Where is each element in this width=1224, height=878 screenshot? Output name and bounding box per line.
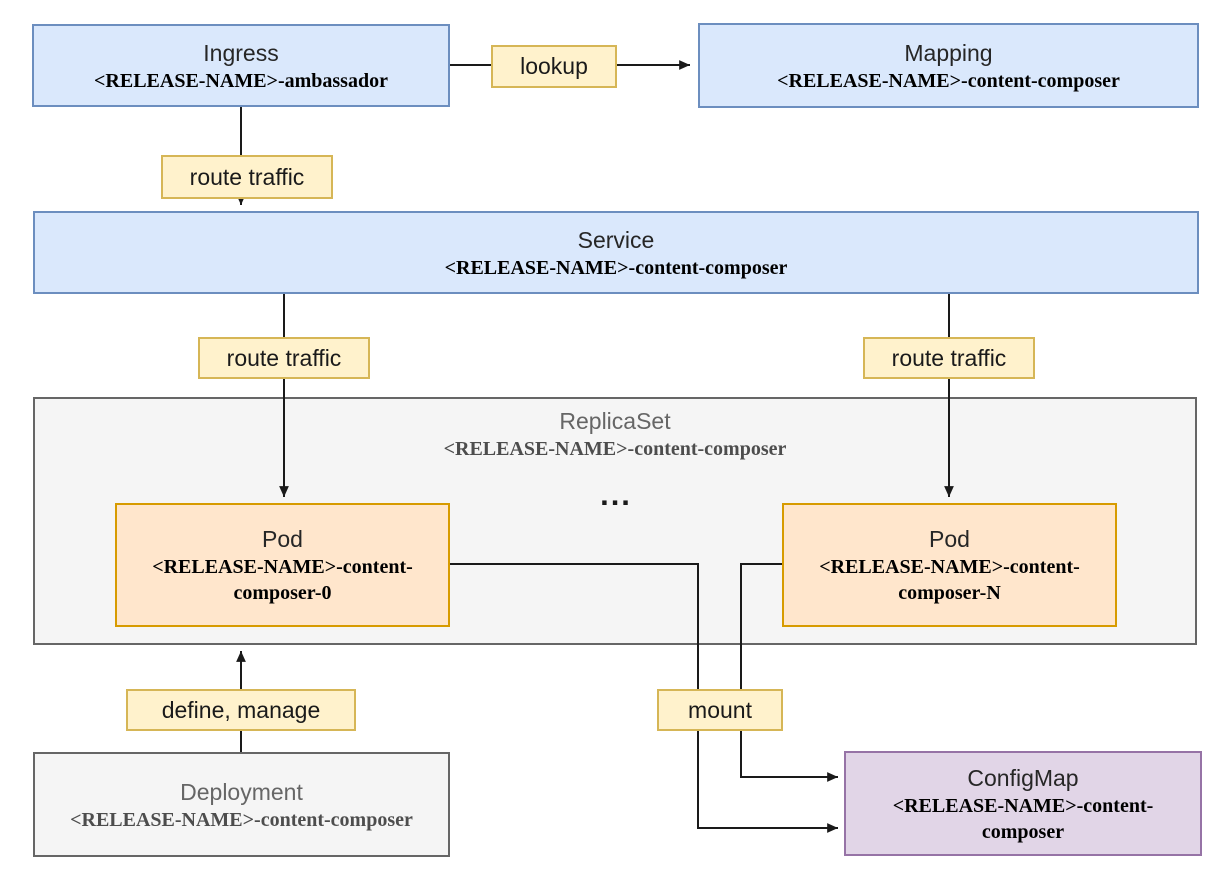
service-subtitle: <RELEASE-NAME>-content-composer <box>444 256 788 279</box>
service-title: Service <box>577 226 655 253</box>
ingress-subtitle: <RELEASE-NAME>-ambassador <box>94 69 388 92</box>
node-service: Service <RELEASE-NAME>-content-composer <box>33 211 1199 294</box>
deployment-title: Deployment <box>180 778 303 805</box>
node-pod-0: Pod <RELEASE-NAME>-content-composer-0 <box>115 503 450 627</box>
ingress-title: Ingress <box>203 39 279 66</box>
node-ingress: Ingress <RELEASE-NAME>-ambassador <box>32 24 450 107</box>
pods-ellipsis: ... <box>600 477 632 512</box>
mapping-title: Mapping <box>904 39 993 66</box>
edge-label-define-manage: define, manage <box>126 689 356 731</box>
edge-label-route-traffic-pod0: route traffic <box>198 337 370 379</box>
replicaset-subtitle: <RELEASE-NAME>-content-composer <box>443 438 787 460</box>
edge-label-mount: mount <box>657 689 783 731</box>
node-deployment: Deployment <RELEASE-NAME>-content-compos… <box>33 752 450 857</box>
pod-0-title: Pod <box>262 526 303 552</box>
pod-n-title: Pod <box>929 526 970 552</box>
edge-label-lookup: lookup <box>491 45 617 88</box>
deployment-subtitle: <RELEASE-NAME>-content-composer <box>70 808 413 831</box>
node-configmap: ConfigMap <RELEASE-NAME>-content-compose… <box>844 751 1202 856</box>
configmap-title: ConfigMap <box>967 764 1079 791</box>
edge-label-route-traffic-podn: route traffic <box>863 337 1035 379</box>
mapping-subtitle: <RELEASE-NAME>-content-composer <box>777 69 1120 92</box>
edge-label-route-traffic-ingress: route traffic <box>161 155 333 199</box>
node-pod-n: Pod <RELEASE-NAME>-content-composer-N <box>782 503 1117 627</box>
replicaset-title: ReplicaSet <box>559 408 671 434</box>
edge-podN-configmap <box>740 563 838 782</box>
node-mapping: Mapping <RELEASE-NAME>-content-composer <box>698 23 1199 108</box>
configmap-subtitle: <RELEASE-NAME>-content-composer <box>892 794 1154 843</box>
pod-0-subtitle: <RELEASE-NAME>-content-composer-0 <box>152 556 413 604</box>
pod-n-subtitle: <RELEASE-NAME>-content-composer-N <box>819 556 1080 604</box>
